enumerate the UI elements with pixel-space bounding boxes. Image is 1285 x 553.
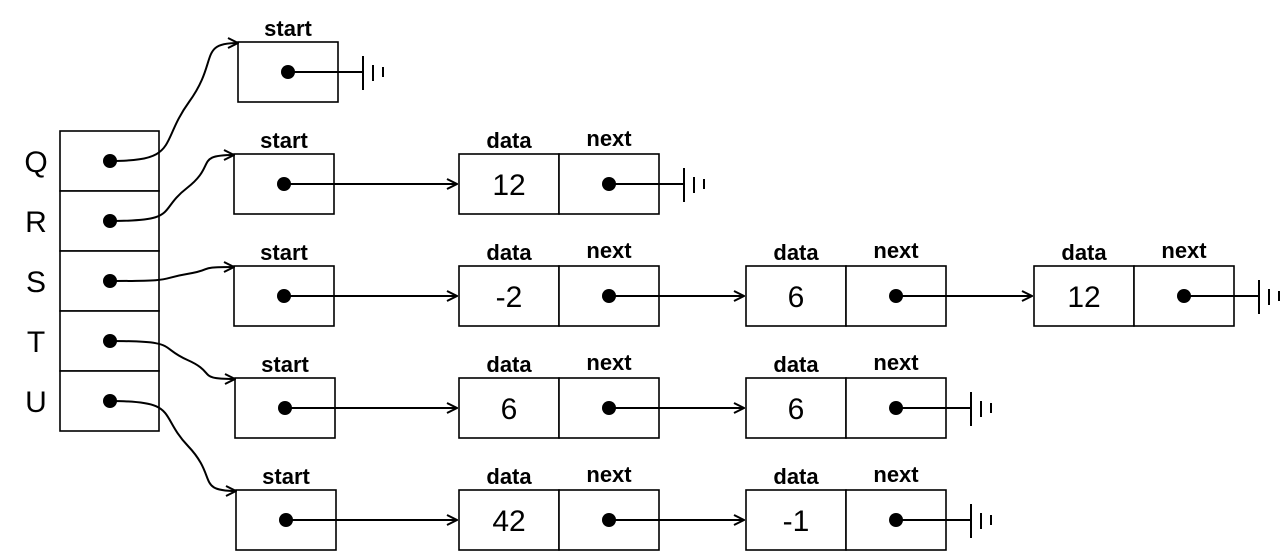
var-pointer-arrow (109, 155, 234, 222)
node-value: 6 (788, 281, 805, 314)
var-label-u: U (25, 386, 47, 419)
var-label-q: Q (24, 146, 47, 179)
start-label: start (264, 16, 312, 41)
var-pointer-arrow (109, 267, 234, 282)
start-label: start (260, 240, 308, 265)
node-next-label: next (1161, 238, 1207, 263)
var-label-t: T (27, 326, 45, 359)
node-data-label: data (486, 352, 532, 377)
var-label-r: R (25, 206, 47, 239)
var-pointer-arrow (109, 400, 236, 491)
node-data-label: data (486, 464, 532, 489)
node-data-cell (745, 377, 847, 439)
node-next-label: next (586, 126, 632, 151)
node-value: 6 (788, 393, 805, 426)
node-value: -2 (496, 281, 523, 314)
node-value: 12 (1067, 281, 1100, 314)
node-next-label: next (586, 462, 632, 487)
var-pointer-arrow (109, 340, 235, 379)
node-data-label: data (486, 128, 532, 153)
var-label-s: S (26, 266, 46, 299)
node-next-label: next (873, 238, 919, 263)
node-data-label: data (1061, 240, 1107, 265)
start-label: start (262, 464, 310, 489)
start-label: start (260, 128, 308, 153)
node-data-label: data (773, 464, 819, 489)
node-data-cell (1033, 265, 1135, 327)
node-data-cell (458, 377, 560, 439)
node-data-cell (458, 489, 560, 551)
node-data-label: data (486, 240, 532, 265)
node-data-cell (745, 489, 847, 551)
var-pointer-arrow (109, 43, 238, 162)
node-data-label: data (773, 240, 819, 265)
node-data-label: data (773, 352, 819, 377)
node-value: 6 (501, 393, 518, 426)
node-data-cell (458, 153, 560, 215)
node-value: 42 (492, 505, 525, 538)
node-next-label: next (873, 350, 919, 375)
node-next-label: next (586, 238, 632, 263)
node-data-cell (458, 265, 560, 327)
start-label: start (261, 352, 309, 377)
node-next-label: next (873, 462, 919, 487)
node-next-label: next (586, 350, 632, 375)
node-value: 12 (492, 169, 525, 202)
node-data-cell (745, 265, 847, 327)
node-value: -1 (783, 505, 810, 538)
